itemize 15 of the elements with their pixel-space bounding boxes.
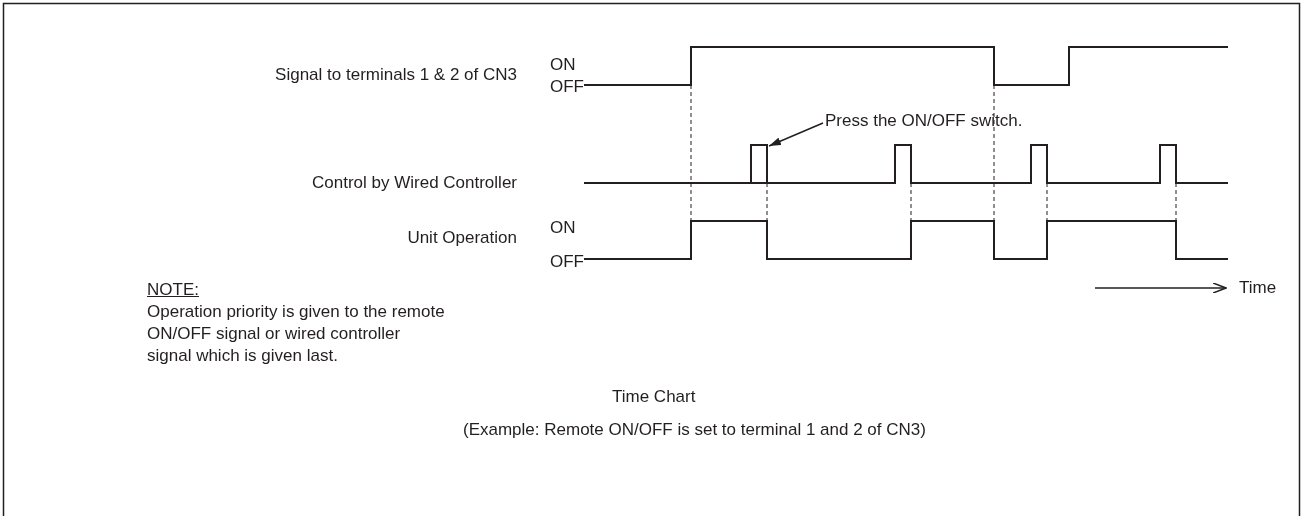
callout-text: Press the ON/OFF switch. — [825, 110, 1023, 132]
chart-title: Time Chart — [612, 386, 696, 408]
leader-line — [768, 122, 824, 147]
level-label: OFF — [550, 76, 584, 98]
chart-caption: (Example: Remote ON/OFF is set to terminal 1 and 2 of CN3) — [463, 419, 926, 441]
axis-label: Time — [1239, 277, 1277, 299]
signal-name: Control by Wired Controller — [312, 172, 517, 194]
signal-name: Signal to terminals 1 & 2 of CN3 — [275, 64, 517, 86]
note-text: Operation priority is given to the remote ON/OFF signal or wired controller signal which is given last. — [147, 301, 446, 367]
control-pulse — [750, 144, 768, 184]
level-label: OFF — [550, 251, 584, 273]
level-label: ON — [550, 54, 576, 76]
note-heading: NOTE: — [147, 279, 199, 301]
level-label: ON — [550, 217, 576, 239]
signal-name: Unit Operation — [407, 227, 517, 249]
